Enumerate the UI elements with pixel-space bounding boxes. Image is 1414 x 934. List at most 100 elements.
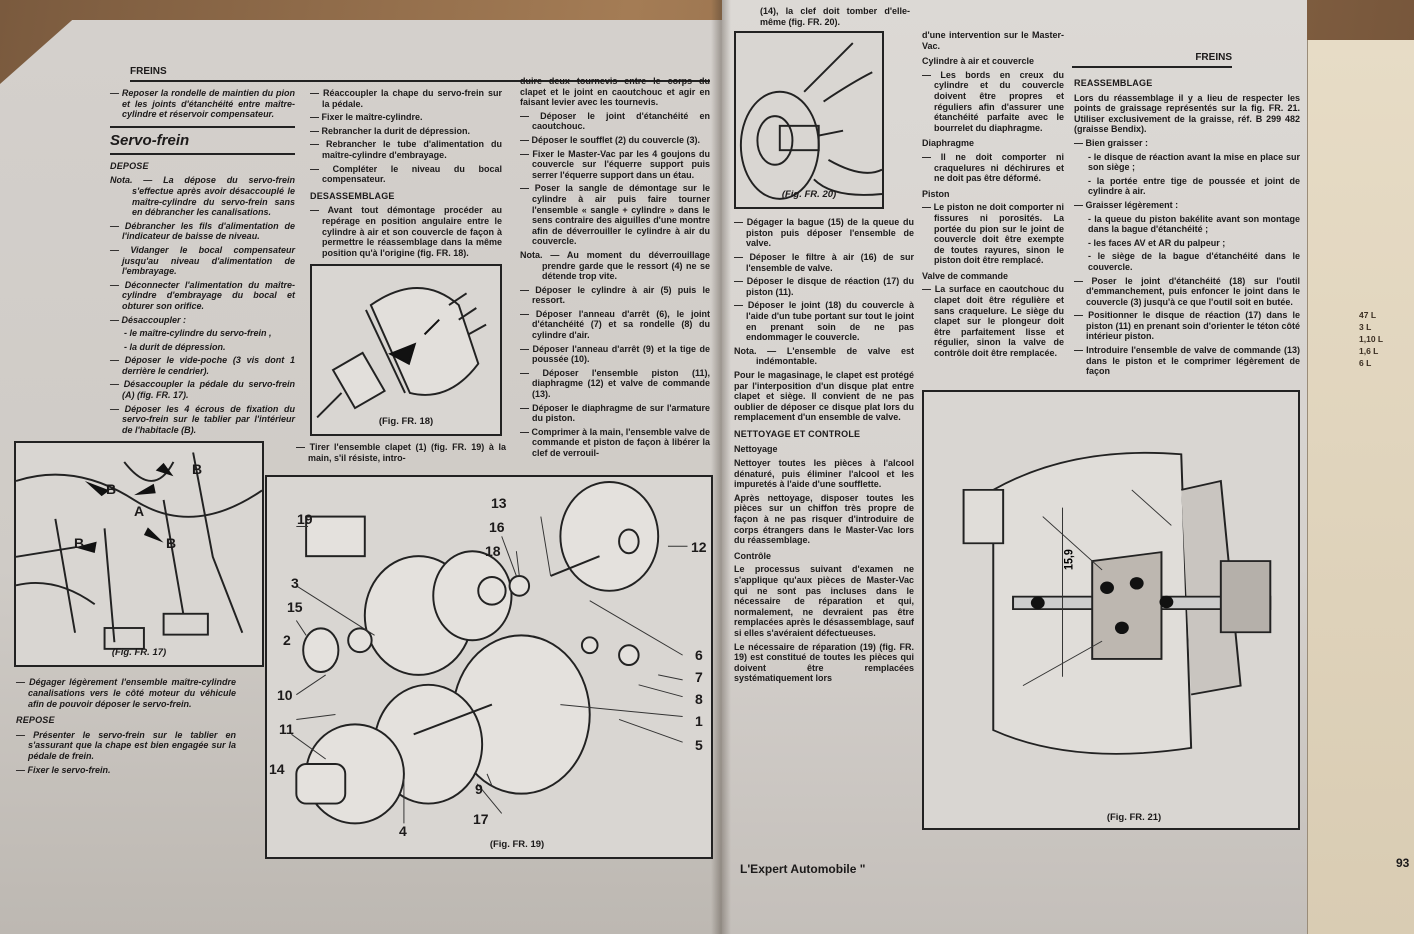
paragraph: Avant tout démontage procéder au repérag… [310, 205, 502, 258]
paragraph: Les bords en creux du cylindre et du cou… [922, 70, 1064, 134]
text-column: Tirer l'ensemble clapet (1) (fig. FR. 19… [296, 442, 506, 463]
paragraph: Déposer l'ensemble piston (11), diaphrag… [520, 368, 710, 400]
fig-label: B [106, 481, 117, 498]
part-number: 13 [491, 494, 507, 511]
right-column-stack: (14), la clef doit tomber d'elle-même (f… [734, 6, 914, 687]
part-number: 5 [695, 736, 703, 753]
paragraph: Le piston ne doit comporter ni fissures … [922, 202, 1064, 266]
paragraph: Déposer le cylindre à air (5) puis le re… [520, 285, 710, 306]
paragraph: Rebrancher le tube d'alimentation du maî… [310, 139, 502, 160]
paragraph: Désaccoupler la pédale du servo-frein (A… [110, 379, 295, 400]
column-2-stack: Réaccoupler la chape du servo-frein sur … [296, 88, 506, 467]
paragraph: Fixer le maître-cylindre. [310, 112, 502, 123]
section-heading: Diaphragme [922, 138, 975, 149]
paragraph: Compléter le niveau du bocal compensateu… [310, 164, 502, 185]
paragraph: Déposer le soufflet (2) du couvercle (3)… [520, 135, 710, 146]
fig-label: B [192, 461, 203, 478]
paragraph: - le disque de réaction avant la mise en… [1088, 151, 1300, 173]
text-column: (14), la clef doit tomber d'elle-même (f… [760, 6, 910, 27]
paragraph: - la queue du piston bakélite avant son … [1088, 213, 1300, 235]
paragraph: Bien graisser : [1074, 138, 1300, 149]
servo-brake-cross-section: 15,9 [962, 451, 1272, 755]
paragraph: - la portée entre tige de poussée et joi… [1088, 175, 1300, 197]
text-column: Réaccoupler la chape du servo-frein sur … [310, 88, 502, 258]
paragraph: Débrancher les fils d'alimentation de l'… [110, 221, 295, 242]
part-number: 1 [695, 712, 703, 729]
part-number: 12 [691, 538, 707, 555]
left-center-stack: Réaccoupler la chape du servo-frein sur … [265, 76, 713, 859]
figure-fr-19: 19 3 15 2 10 11 14 4 17 9 13 16 18 12 6 … [265, 474, 713, 859]
part-number: 4 [399, 822, 407, 839]
paragraph: Poser le joint d'étanchéité (18) sur l'o… [1074, 276, 1300, 308]
text-column: Dégager la bague (15) de la queue du pis… [734, 217, 914, 684]
section-heading: Contrôle [734, 550, 771, 561]
page-header: FREINS [1072, 52, 1232, 68]
column-row: d'une intervention sur le Master-Vac. Cyl… [922, 30, 1300, 380]
text-column: d'une intervention sur le Master-Vac. Cyl… [922, 30, 1064, 362]
paragraph: d'une intervention sur le Master-Vac. [922, 30, 1064, 51]
paragraph: Nota. — L'ensemble de valve est indémont… [734, 345, 914, 367]
paragraph: Graisser légèrement : [1074, 200, 1300, 211]
paragraph: - la durit de dépression. [124, 341, 226, 352]
figure-caption: (Fig. FR. 19) [489, 838, 545, 850]
paragraph: - les faces AV et AR du palpeur ; [1088, 237, 1226, 248]
part-number: 10 [277, 686, 293, 703]
paragraph: Reposer la rondelle de maintien du pion … [110, 88, 295, 120]
right-center-stack: d'une intervention sur le Master-Vac. Cyl… [922, 30, 1300, 830]
part-number: 18 [485, 542, 501, 559]
section-heading: DEPOSE [110, 160, 149, 171]
page-number: 93 [1396, 856, 1410, 870]
section-heading: NETTOYAGE ET CONTROLE [734, 428, 861, 439]
paragraph: Le processus suivant d'examen ne s'appli… [734, 564, 914, 638]
paragraph: Nota. — La dépose du servo-frein s'effec… [110, 175, 295, 218]
section-heading: REPOSE [16, 715, 55, 726]
left-column-stack: Reposer la rondelle de maintien du pion … [14, 88, 295, 778]
section-heading: Valve de commande [922, 270, 1009, 281]
volume-value: 1,6 L [1359, 346, 1379, 356]
figure-fr-21: 15,9 (Fig. FR. 21) [922, 389, 1300, 830]
paragraph: Nettoyer toutes les pièces à l'alcool dé… [734, 458, 914, 490]
volume-value: 1,10 L [1359, 334, 1384, 344]
paragraph: Déposer l'anneau d'arrêt (9) et la tige … [520, 344, 710, 365]
paragraph: Déposer le disque de réaction (17) du pi… [734, 276, 914, 297]
left-page: FREINS Reposer la rondelle de maintien d… [0, 20, 722, 934]
paragraph: Positionner le disque de réaction (17) d… [1074, 310, 1300, 342]
paragraph: Déposer le vide-poche (3 vis dont 1 derr… [110, 355, 295, 376]
section-heading: Cylindre à air et couvercle [922, 56, 1035, 67]
paragraph: Pour le magasinage, le clapet est protég… [734, 369, 914, 423]
section-heading: Nettoyage [734, 444, 778, 455]
paragraph: Poser la sangle de démontage sur le cyli… [520, 183, 710, 247]
figure-fr-17: B B B B A (Fig. FR. 17) [14, 441, 264, 668]
paragraph: Comprimer à la main, l'ensemble valve de… [520, 427, 710, 459]
section-title: Servo-frein [110, 125, 295, 155]
part-number: 16 [489, 518, 505, 535]
fig-label: A [134, 503, 145, 520]
part-number: 19 [297, 510, 313, 527]
paragraph: Après nettoyage, disposer toutes les piè… [734, 492, 914, 546]
publication-footer: L'Expert Automobile " [740, 862, 866, 876]
paragraph: Introduire l'ensemble de valve de comman… [1074, 345, 1300, 377]
page-header: FREINS [130, 66, 710, 82]
pedal-assembly-illustration [16, 452, 262, 651]
paragraph: Vidanger le bocal compensateur jusqu'au … [110, 245, 295, 277]
book-spine [711, 0, 731, 934]
figure-fr-18: (Fig. FR. 18) [310, 264, 502, 437]
paragraph: Le nécessaire de réparation (19) (fig. F… [734, 641, 914, 684]
paragraph: Fixer le servo-frein. [16, 765, 236, 776]
fig-label: B [166, 535, 177, 552]
part-number: 7 [695, 668, 703, 685]
part-number: 9 [475, 780, 483, 797]
volume-value: 3 L [1359, 322, 1372, 332]
paragraph: Déposer les 4 écrous de fixation du serv… [110, 404, 295, 436]
paragraph: duire deux tournevis entre le corps du c… [520, 76, 710, 108]
fig-label: B [74, 535, 85, 552]
part-number: 14 [269, 760, 285, 777]
column-row: Réaccoupler la chape du servo-frein sur … [296, 76, 710, 467]
paragraph: Nota. — Au moment du déverrouillage pren… [520, 249, 710, 282]
paragraph: Dégager légèrement l'ensemble maître-cyl… [16, 677, 236, 709]
part-number: 11 [279, 720, 294, 737]
paragraph: Déposer le diaphragme de sur l'armature … [520, 403, 710, 424]
paragraph: - le siège de la bague d'étanchéité dans… [1088, 251, 1300, 272]
paragraph: (14), la clef doit tomber d'elle-même (f… [760, 6, 910, 27]
text-column: duire deux tournevis entre le corps du c… [520, 76, 710, 462]
